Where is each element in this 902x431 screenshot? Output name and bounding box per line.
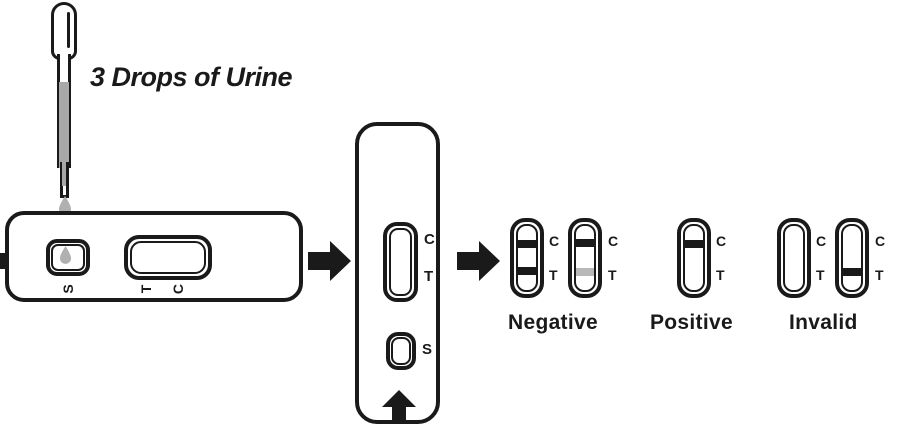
sample-well-label: S: [422, 341, 433, 358]
result-label-c: C: [875, 233, 886, 249]
result-window-inner: [130, 241, 206, 274]
test-band: [518, 267, 536, 275]
test-band-faint: [576, 268, 594, 276]
result-label-c: C: [816, 233, 827, 249]
flow-direction-up-icon: [382, 390, 416, 420]
result-name-positive: Positive: [650, 311, 733, 334]
control-band: [685, 240, 703, 248]
instruction-text: 3 Drops of Urine: [90, 62, 293, 92]
pipette-tip-liquid: [62, 162, 66, 186]
pipette-bulb: [51, 2, 77, 60]
result-window-inner: [683, 224, 705, 292]
urine-drop-icon: [58, 196, 72, 215]
flow-arrow-icon: [457, 241, 500, 281]
result-window-inner: [841, 224, 863, 292]
result-label-c: C: [549, 233, 560, 249]
result-label-c: C: [716, 233, 727, 249]
result-label-t: T: [608, 267, 617, 283]
result-label-t: T: [875, 267, 884, 283]
pipette-neck: [57, 54, 71, 74]
flow-arrow-icon: [308, 241, 351, 281]
result-name-negative: Negative: [508, 311, 598, 334]
window-label-c: C: [170, 283, 186, 295]
urine-drop-icon: [59, 246, 73, 265]
result-label-c: C: [608, 233, 619, 249]
pipette-highlight-icon: [67, 12, 70, 48]
result-window-inner: [574, 224, 596, 292]
result-window-inner: [783, 224, 805, 292]
sample-well-label: S: [60, 284, 76, 294]
control-band: [576, 239, 594, 247]
test-band: [843, 268, 861, 276]
window-label-c: C: [424, 231, 435, 248]
pipette-liquid: [59, 82, 69, 168]
window-label-t: T: [138, 284, 154, 294]
result-label-t: T: [716, 267, 725, 283]
control-band: [518, 240, 536, 248]
sample-well-vertical-inner: [391, 337, 411, 365]
result-window-vertical-inner: [389, 228, 412, 296]
result-name-invalid: Invalid: [789, 311, 858, 334]
result-label-t: T: [549, 267, 558, 283]
result-window-inner: [516, 224, 538, 292]
result-label-t: T: [816, 267, 825, 283]
transfer-pipette: [48, 2, 82, 198]
window-label-t: T: [424, 268, 434, 285]
